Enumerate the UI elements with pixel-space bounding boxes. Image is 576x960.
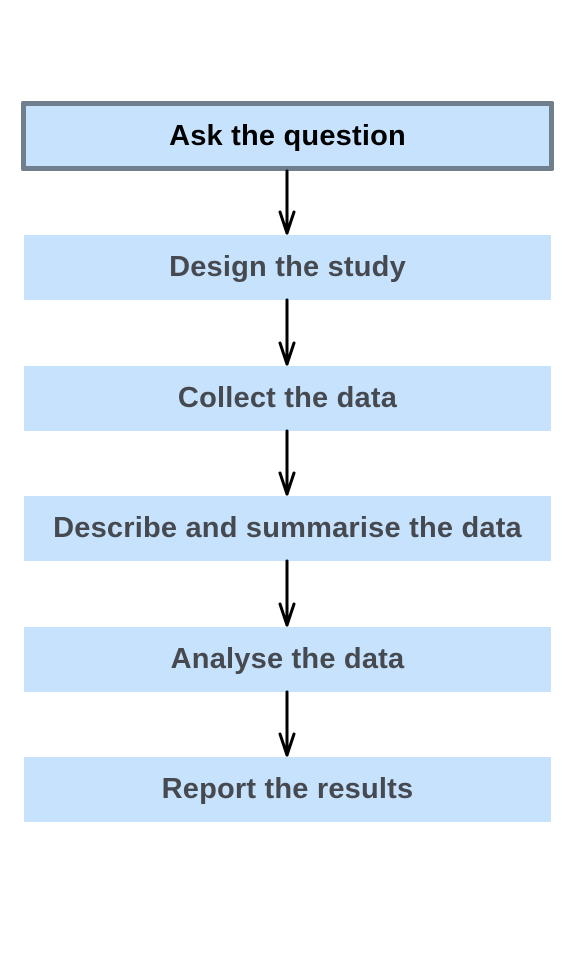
arrow-down-icon	[278, 690, 296, 757]
step-label: Report the results	[161, 773, 414, 805]
step-label: Describe and summarise the data	[53, 512, 522, 544]
arrow-down-icon	[278, 298, 296, 366]
step-label: Analyse the data	[170, 643, 405, 675]
step-label: Collect the data	[177, 382, 398, 414]
arrow-down-icon	[278, 169, 296, 235]
step-report-the-results[interactable]: Report the results	[24, 757, 551, 822]
step-label: Ask the question	[169, 119, 406, 152]
step-describe-and-summarise[interactable]: Describe and summarise the data	[24, 496, 551, 561]
step-label: Design the study	[169, 251, 406, 283]
step-ask-the-question[interactable]: Ask the question	[21, 101, 554, 171]
step-analyse-the-data[interactable]: Analyse the data	[24, 627, 551, 692]
step-collect-the-data[interactable]: Collect the data	[24, 366, 551, 431]
arrow-down-icon	[278, 429, 296, 496]
step-design-the-study[interactable]: Design the study	[24, 235, 551, 300]
arrow-down-icon	[278, 559, 296, 627]
